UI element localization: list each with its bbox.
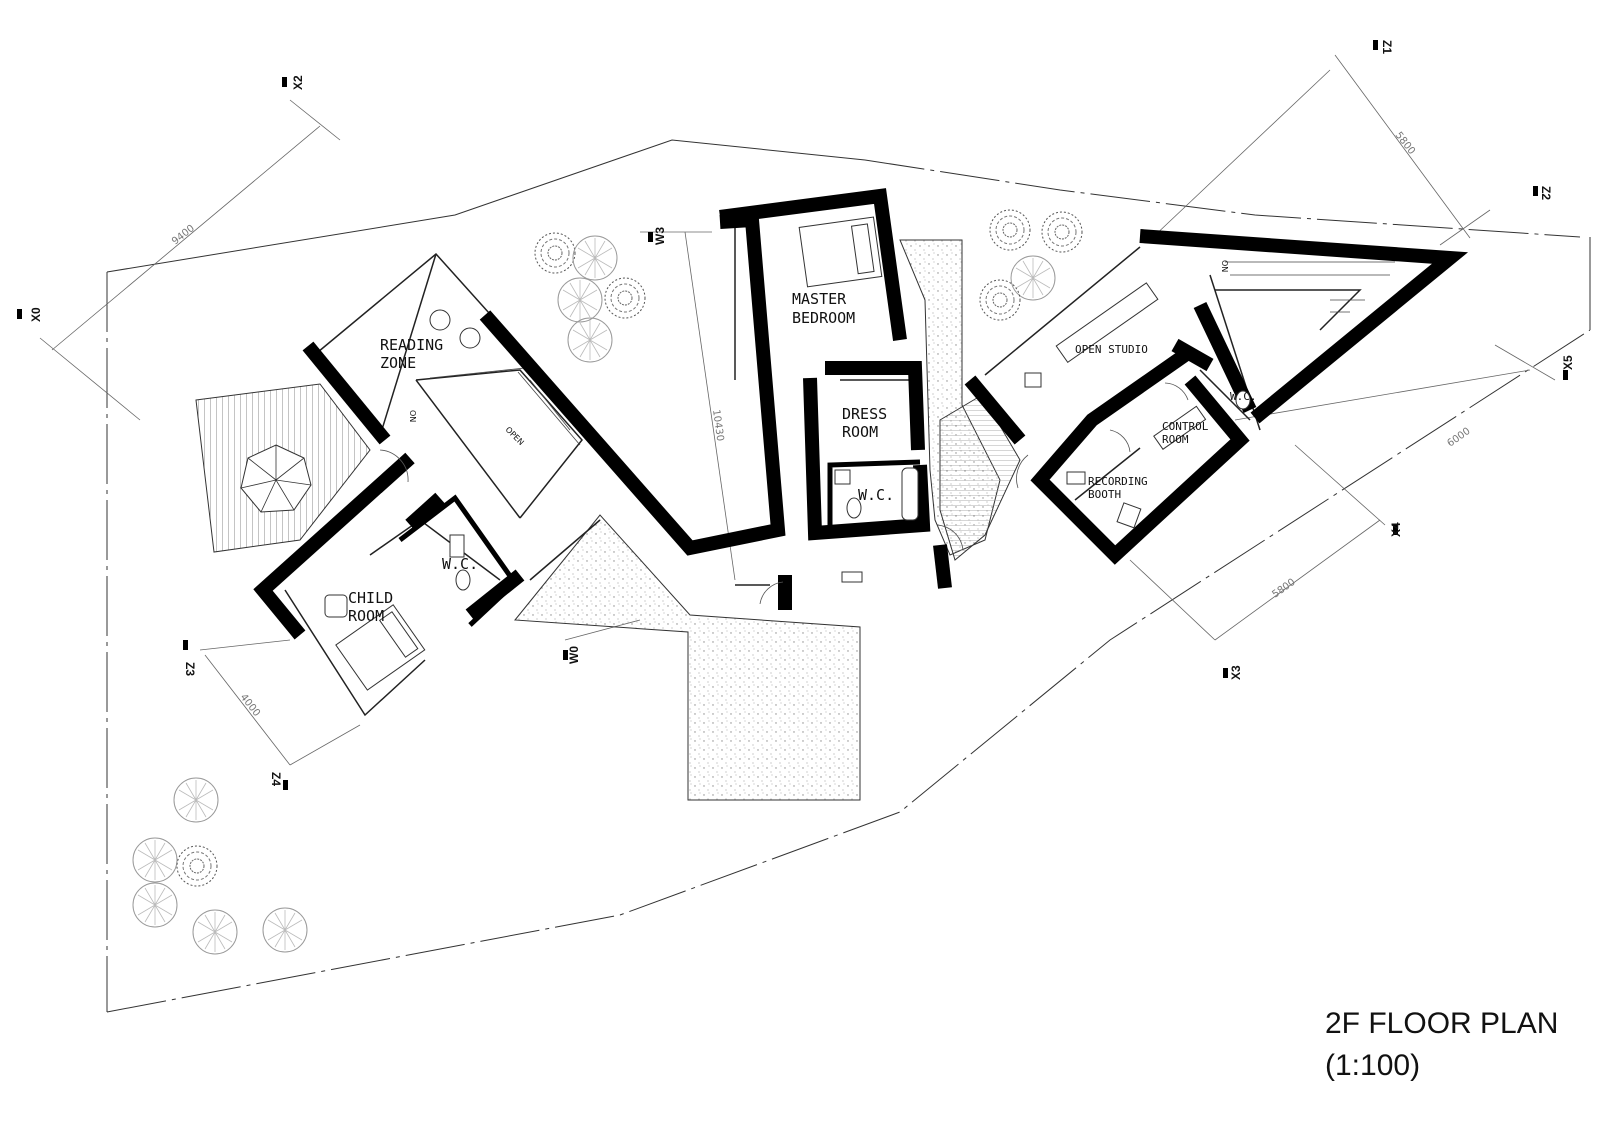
svg-text:Z1: Z1	[1380, 40, 1394, 54]
furniture	[324, 216, 1251, 691]
room-label-control-room-2: ROOM	[1162, 433, 1189, 446]
desk-icon	[1066, 405, 1207, 529]
axis-marker-z2: Z2	[1533, 186, 1553, 200]
title-line-1: 2F FLOOR PLAN	[1325, 1007, 1558, 1040]
svg-text:X2: X2	[291, 75, 305, 90]
room-labels: READING ZONE MASTER BEDROOM DRESS ROOM W…	[348, 290, 1257, 625]
dim-9400: 9400	[170, 223, 197, 247]
drawing-title: 2F FLOOR PLAN (1:100)	[1325, 1007, 1558, 1082]
umbrella-icon	[240, 444, 312, 513]
stair-label-open: OPEN	[504, 425, 526, 447]
axis-marker-x2: X2	[282, 75, 305, 90]
room-label-wc-studio: W.C.	[1230, 390, 1257, 403]
dim-5800-top: 5800	[1393, 130, 1417, 157]
title-line-2: (1:100)	[1325, 1049, 1420, 1082]
room-label-master-bedroom-2: BEDROOM	[792, 309, 855, 327]
svg-text:Z3: Z3	[183, 662, 197, 676]
site-boundary	[106, 139, 1591, 1013]
room-label-recording-booth-1: RECORDING	[1088, 475, 1148, 488]
kitchen-counter-icon	[1024, 282, 1159, 388]
svg-text:Z2: Z2	[1539, 186, 1553, 200]
armchair-icon	[429, 309, 481, 349]
svg-text:X4: X4	[1389, 522, 1403, 537]
room-label-child-room-2: ROOM	[348, 607, 384, 625]
axis-marker-x3: X3	[1223, 665, 1243, 680]
room-label-open-studio: OPEN STUDIO	[1075, 343, 1148, 356]
dim-4000: 4000	[238, 692, 262, 719]
terrace-deck-left	[195, 383, 371, 553]
axis-marker-z3: Z3	[183, 640, 197, 676]
door-swings	[379, 382, 1189, 605]
stair-label-on-right: ON	[1220, 260, 1229, 272]
bathtub-icon	[901, 467, 919, 521]
room-label-reading-zone-1: READING	[380, 336, 443, 354]
axis-marker-x5: X5	[1561, 355, 1575, 380]
room-label-recording-booth-2: BOOTH	[1088, 488, 1121, 501]
room-label-wc-child: W.C.	[442, 555, 478, 573]
axis-marker-z1: Z1	[1373, 40, 1394, 54]
room-label-dress-room-1: DRESS	[842, 405, 887, 423]
dim-5800-bottom: 5800	[1270, 577, 1297, 601]
master-bed-icon	[798, 216, 883, 288]
svg-text:X5: X5	[1561, 355, 1575, 370]
room-label-master-bedroom-1: MASTER	[792, 290, 847, 308]
axis-marker-x0: X0	[17, 307, 43, 322]
room-label-child-room-1: CHILD	[348, 589, 393, 607]
thin-walls	[284, 218, 1362, 717]
stair-right	[1225, 261, 1395, 313]
grid-axis-markers: X0 X2 W3 W0 Z3 Z4 Z1 Z2 X5 X4 X3	[17, 40, 1575, 790]
medium-walls	[398, 459, 921, 627]
toilet-icon	[455, 390, 1251, 591]
room-label-dress-room-2: ROOM	[842, 423, 878, 441]
child-bed-icon	[335, 604, 426, 691]
axis-marker-w3: W3	[648, 227, 667, 245]
svg-text:X3: X3	[1229, 665, 1243, 680]
axis-marker-z4: Z4	[269, 772, 288, 790]
svg-text:Z4: Z4	[269, 772, 283, 786]
heavy-walls	[253, 188, 1469, 640]
stair-label-on-left: ON	[408, 410, 417, 422]
chair-icon	[324, 594, 348, 618]
dim-10430: 10430	[710, 409, 725, 442]
dimension-lines	[39, 54, 1556, 766]
room-label-reading-zone-2: ZONE	[380, 354, 416, 372]
axis-marker-w0: W0	[563, 646, 581, 664]
room-label-wc-master: W.C.	[858, 486, 894, 504]
axis-marker-x4: X4	[1389, 522, 1403, 537]
svg-text:W0: W0	[567, 646, 581, 664]
room-label-control-room-1: CONTROL	[1162, 420, 1209, 433]
sink-icon	[449, 469, 863, 583]
svg-text:W3: W3	[653, 227, 667, 245]
dim-6000: 6000	[1445, 426, 1472, 450]
svg-text:X0: X0	[29, 307, 43, 322]
